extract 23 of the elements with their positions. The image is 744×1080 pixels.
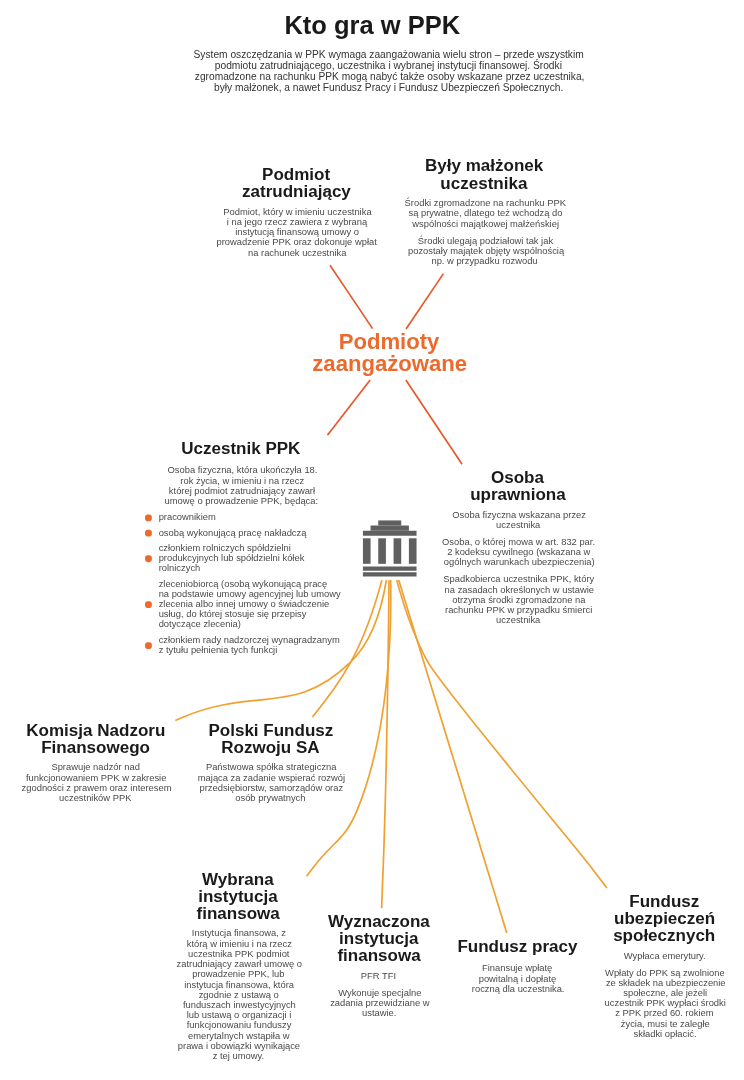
node-text: Podmioty zaangażowane bbox=[311, 329, 467, 377]
connector bbox=[404, 379, 463, 466]
connector bbox=[328, 264, 373, 330]
connector bbox=[326, 379, 371, 437]
label: System oszczędzania w PPK wymaga zaangażowania wielu stron – przede wszystkim podmiotu zatrudniającego, uczestnika i wybranej instytucji finansowej. Środki zgromadzone na rachunku PPK mogą nabyć także osoby wskazane przez uczestnika, były małżonek, a nawet Fundusz Pracy i Fundusz Ubezpieczeń Społecznych. bbox=[193, 48, 584, 94]
connector bbox=[397, 579, 508, 934]
node-text: Były małżonek uczestnika Środki zgromadzone na rachunku PPK są prywatne, dlatego też wchodzą do wspólności majątkowej małżeńskiej Środki ulegają podziałowi tak jak pozostały majątek objęty wspólnością np. w przypadku rozwodu bbox=[404, 156, 566, 267]
node-text: Uczestnik PPK Osoba fizyczna, która ukończyła 18. rok życia, w imieniu i na rzecz której podmiot zatrudniający zawarł umowę o prowadzenie PPK, będąca: pracownikiem osobą wykonującą pracę nakładczą członkiem rolniczych spółdzielni produkcyjnych lub spółdzielni kółek rolniczych zleceniobiorcą (osobą wykonującą pracę na podstawie umowy agencyjnej lub umowy zlecenia albo innej umowy o świadczenie usług, do której stosuje się przepisy dotyczące zlecenia) członkiem rady nadzorczej wynagradzanym z tytułu pełnienia tych funkcji bbox=[158, 439, 341, 656]
node-text: Wybrana instytucja finansowa Instytucja finansowa, z którą w imieniu i na rzecz uczestnika PPK podmiot zatrudniający zawarł umowę o prowadzenie PPK, lub instytucja finansowa, która zgodnie z ustawą o funduszach inwestycyjnych lub ustawą o organizacji i funkcjonowaniu funduszy emerytalnych wstąpiła w prawa i obowiązki wynikające z tej umowy. bbox=[176, 869, 302, 1061]
node-text: Podmiot zatrudniający Podmiot, który w imieniu uczestnika i na jego rzecz zawiera z wybraną instytucją finansową umowy o prowadzenie PPK oraz dokonuje wpłat na rachunek uczestnika bbox=[216, 164, 377, 258]
diagram-title: Kto gra w PPK bbox=[283, 11, 460, 40]
node-text: Komisja Nadzoru Finansowego Sprawuje nadzór nad funkcjonowaniem PPK w zakresie zgodności z prawem oraz interesem uczestników PPK bbox=[21, 720, 171, 804]
connector bbox=[404, 272, 444, 330]
node-text: Wyznaczona instytucja finansowa PFR TFI Wykonuje specjalne zadania przewidziane w ustawie. bbox=[327, 912, 430, 1019]
node-text: Fundusz pracy Finansuje wpłatę powitalną i dopłatę roczną dla uczestnika. bbox=[456, 936, 577, 994]
connector bbox=[311, 579, 383, 718]
connector bbox=[395, 579, 608, 889]
connector bbox=[380, 579, 390, 910]
node-text: Polski Fundusz Rozwoju SA Państwowa spółka strategiczna mająca za zadanie wspierać rozwój przedsiębiorstw, samorządów oraz osób prywatnych bbox=[197, 720, 345, 804]
connector bbox=[174, 579, 387, 722]
connector bbox=[305, 579, 392, 878]
node-text: Osoba uprawniona Osoba fizyczna wskazana przez uczestnika Osoba, o której mowa w art. 832 par. 2 kodeksu cywilnego (wskazana w ogólnych warunkach ubezpieczenia) Spadkobierca uczestnika PPK, który na zasadach określonych w ustawie otrzyma środki zgromadzone na rachunku PPK w przypadku śmierci uczestnika bbox=[441, 467, 595, 626]
node-text: Fundusz ubezpieczeń społecznych Wypłaca emerytury. Wpłaty do PPK są zwolnione ze składek na ubezpieczenie społeczne, ale jeżeli uczestnik PPK wypłaci środki z PPK przed 60. rokiem życia, musi te zaległe składki opłacić. bbox=[604, 891, 726, 1039]
